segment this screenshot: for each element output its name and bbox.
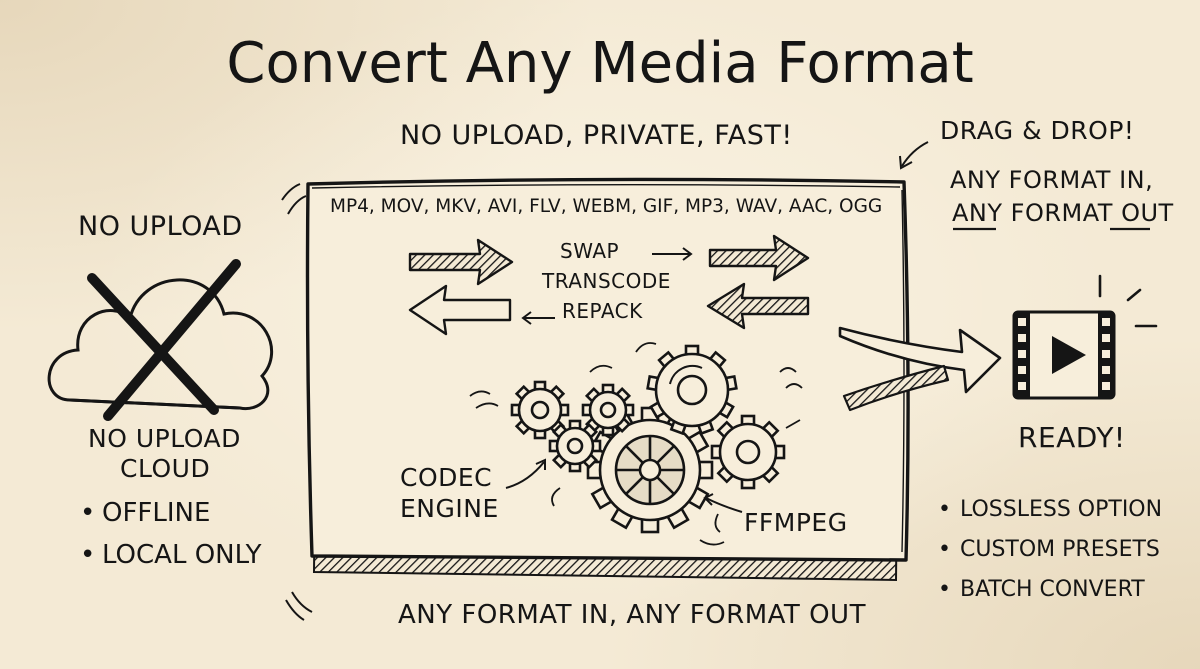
cloud-caption-line2: CLOUD — [120, 454, 211, 483]
feature-custom-presets: CUSTOM PRESETS — [938, 539, 1162, 579]
operation-repack: REPACK — [562, 299, 643, 323]
supported-formats-list: MP4, MOV, MKV, AVI, FLV, WEBM, GIF, MP3,… — [330, 196, 883, 217]
subtitle: NO UPLOAD, PRIVATE, FAST! — [400, 120, 793, 151]
left-bullet-list: OFFLINE LOCAL ONLY — [80, 500, 262, 584]
feature-list: LOSSLESS OPTION CUSTOM PRESETS BATCH CON… — [938, 499, 1162, 619]
label-pointers — [505, 141, 929, 513]
codec-engine-label-line2: ENGINE — [400, 494, 499, 523]
film-play-icon — [1012, 274, 1158, 400]
codec-engine-label-line1: CODEC — [400, 463, 493, 492]
operation-transcode: TRANSCODE — [542, 269, 671, 293]
crossed-out-cloud-icon — [47, 259, 274, 421]
ffmpeg-label: FFMPEG — [744, 508, 848, 537]
gears-icon — [469, 342, 803, 546]
output-arrow-icon — [838, 326, 1002, 412]
cloud-caption-line1: NO UPLOAD — [88, 424, 241, 453]
bullet-offline: OFFLINE — [80, 500, 262, 542]
operation-swap: SWAP — [560, 239, 620, 263]
ready-label: READY! — [1018, 421, 1126, 454]
bullet-local-only: LOCAL ONLY — [80, 542, 262, 584]
drag-drop-label: DRAG & DROP! — [940, 116, 1135, 145]
no-upload-heading: NO UPLOAD — [78, 211, 243, 242]
footer-tagline: ANY FORMAT IN, ANY FORMAT OUT — [398, 600, 866, 630]
feature-lossless-option: LOSSLESS OPTION — [938, 499, 1162, 539]
any-format-out-label: ANY FORMAT OUT — [952, 199, 1174, 227]
feature-batch-convert: BATCH CONVERT — [938, 579, 1162, 619]
swap-arrows-icon — [408, 234, 810, 336]
any-format-in-label: ANY FORMAT IN, — [950, 166, 1154, 194]
page-title: Convert Any Media Format — [226, 31, 974, 96]
